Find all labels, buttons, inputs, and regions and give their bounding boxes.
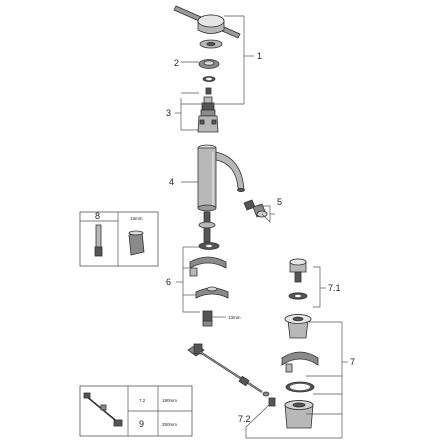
callout-2: 2	[174, 58, 179, 68]
handle-cap-ring	[199, 39, 223, 49]
adapter-ring	[198, 59, 220, 69]
tool-size-label: 13mm	[130, 216, 143, 221]
tool-box	[79, 211, 159, 267]
aerator	[243, 199, 268, 218]
small-screw	[205, 87, 212, 95]
leader-lines	[175, 15, 348, 439]
legend-row2-length: 350mm	[162, 422, 177, 427]
fixing-bracket-upper	[189, 256, 227, 277]
callout-7-2: 7.2	[238, 414, 251, 424]
handle-lever	[173, 5, 241, 39]
fixing-bracket-lower	[195, 286, 229, 299]
callout-5: 5	[277, 197, 282, 207]
callout-1: 1	[257, 51, 262, 61]
fixing-washer-top	[198, 242, 220, 250]
legend-row1-length: 180mm	[162, 398, 177, 403]
o-ring	[202, 76, 216, 82]
waste-flange	[284, 314, 312, 339]
fixing-nut	[202, 310, 213, 327]
waste-seal	[288, 292, 308, 300]
callout-6: 6	[166, 277, 171, 287]
flexible-hoses	[187, 343, 270, 397]
callout-7-1: 7.1	[328, 283, 341, 293]
callout-7: 7	[350, 357, 355, 367]
waste-pop-up-plug	[289, 258, 307, 283]
hose-legend-box	[79, 385, 193, 437]
mixer-body	[197, 144, 245, 212]
legend-row1-label: 7.2	[139, 398, 146, 403]
callout-4: 4	[169, 177, 174, 187]
nut-size-label: 13mm	[228, 315, 241, 320]
callout-3: 3	[166, 108, 171, 118]
waste-body	[284, 400, 314, 429]
waste-bracket	[281, 351, 319, 373]
cartridge	[197, 96, 219, 133]
waste-gasket	[285, 381, 315, 393]
waste-nut-small	[268, 397, 276, 407]
callout-8: 8	[95, 211, 100, 221]
callout-9: 9	[139, 419, 144, 429]
mounting-threaded-rod	[198, 211, 216, 243]
